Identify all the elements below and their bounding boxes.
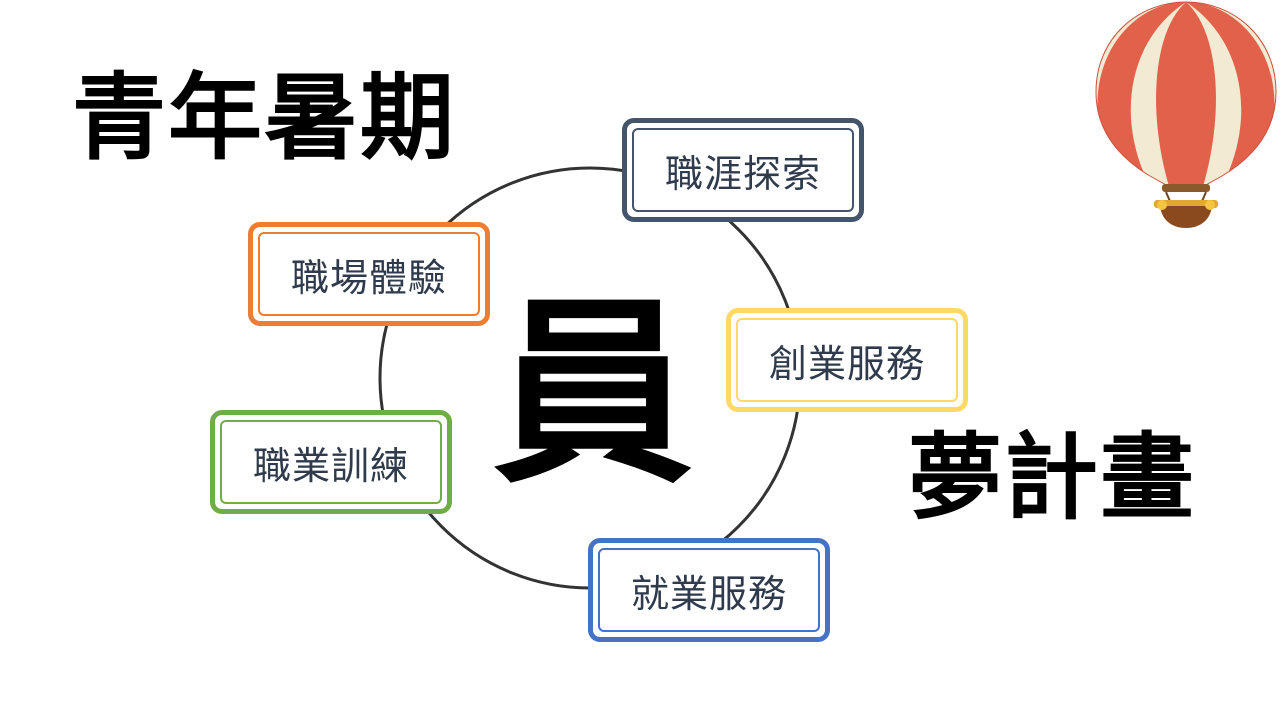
title-left: 青年暑期	[72, 64, 457, 173]
hot-air-balloon-icon	[1095, 1, 1277, 228]
node-vocational-training: 職業訓練	[210, 410, 452, 514]
node-label: 職涯探索	[632, 128, 854, 212]
node-label: 就業服務	[598, 548, 820, 632]
node-workplace-experience: 職場體驗	[248, 222, 490, 326]
node-label: 創業服務	[736, 318, 958, 402]
center-character: 員	[492, 278, 693, 511]
node-employment-service: 就業服務	[588, 538, 830, 642]
title-right: 夢計畫	[908, 424, 1197, 533]
node-label: 職業訓練	[220, 420, 442, 504]
node-startup-service: 創業服務	[726, 308, 968, 412]
node-label: 職場體驗	[258, 232, 480, 316]
node-career-exploration: 職涯探索	[622, 118, 864, 222]
